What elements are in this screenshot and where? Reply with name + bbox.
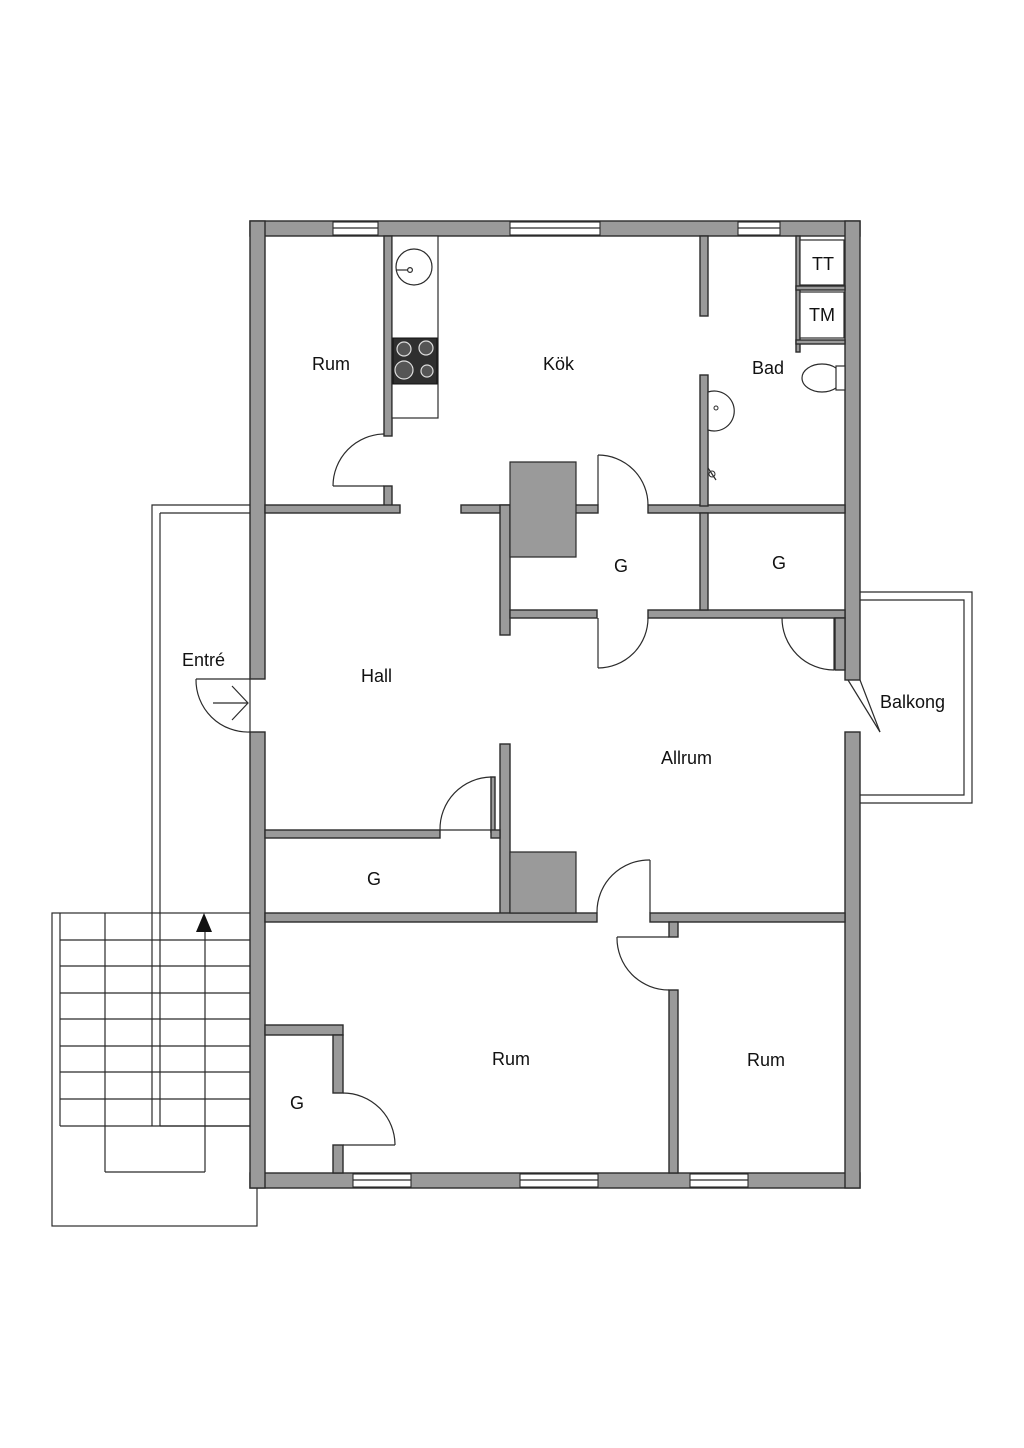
room-label-hall: Hall bbox=[361, 666, 392, 686]
stove-icon bbox=[392, 337, 438, 385]
room-label-entre: Entré bbox=[182, 650, 225, 670]
tm-box bbox=[799, 291, 845, 339]
stair-arrow-icon bbox=[196, 913, 212, 932]
room-label-bad: Bad bbox=[752, 358, 784, 378]
room-label-tm: TM bbox=[809, 305, 835, 325]
staircase bbox=[51, 504, 258, 1227]
room-label-g-sw: G bbox=[290, 1093, 304, 1113]
room-label-g-hall: G bbox=[367, 869, 381, 889]
room-label-balkong: Balkong bbox=[880, 692, 945, 712]
room-label-rum-center: Rum bbox=[492, 1049, 530, 1069]
room-label-rum-nw: Rum bbox=[312, 354, 350, 374]
doors bbox=[195, 433, 881, 1146]
room-label-tt: TT bbox=[812, 254, 834, 274]
windows bbox=[332, 221, 781, 1188]
room-label-kok: Kök bbox=[543, 354, 575, 374]
room-label-rum-se: Rum bbox=[747, 1050, 785, 1070]
balcony-outline bbox=[858, 591, 973, 804]
room-label-allrum: Allrum bbox=[661, 748, 712, 768]
tt-box bbox=[799, 239, 845, 286]
room-label-g-bath: G bbox=[772, 553, 786, 573]
room-label-g-kitchen: G bbox=[614, 556, 628, 576]
shafts bbox=[509, 461, 577, 914]
drain-icon bbox=[707, 467, 717, 481]
toilet-icon bbox=[801, 363, 846, 393]
washbasin-icon bbox=[707, 390, 735, 432]
sink-icon bbox=[395, 248, 433, 286]
